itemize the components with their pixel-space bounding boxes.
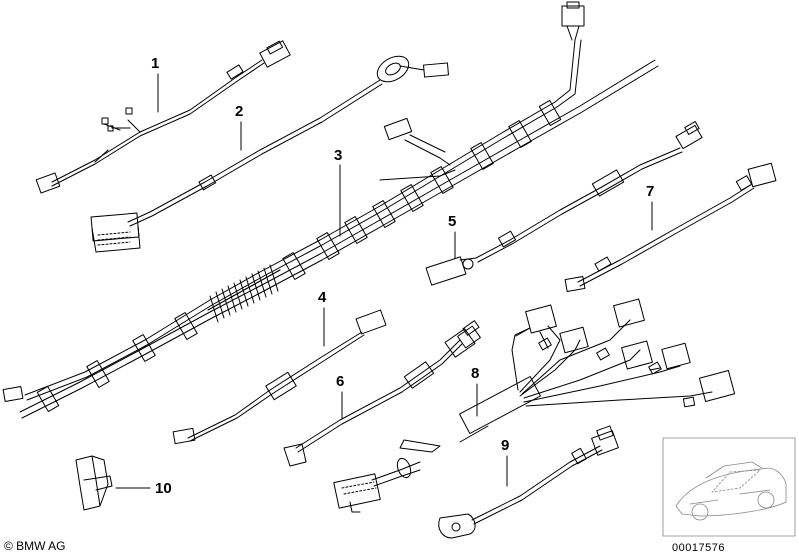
- part-9-wiring-harness: [333, 425, 619, 539]
- callout-10: 10: [155, 480, 172, 497]
- part-2-wiring-harness: [90, 55, 449, 253]
- vehicle-thumbnail: [662, 437, 796, 537]
- part-8-multi-branch-harness: [459, 298, 736, 443]
- part-3-main-harness: [2, 1, 659, 419]
- part-6-wiring-harness: [283, 320, 481, 467]
- part-4-wiring-harness: [172, 309, 387, 445]
- copyright-text: © BMW AG: [4, 539, 66, 553]
- part-10-clip: [75, 455, 113, 511]
- callout-1: 1: [151, 55, 160, 72]
- callout-7: 7: [646, 183, 655, 200]
- callout-leader-lines: [115, 73, 653, 489]
- part-7-wiring-harness: [564, 162, 777, 292]
- callout-8: 8: [471, 365, 480, 382]
- callout-3: 3: [334, 147, 343, 164]
- callout-9: 9: [501, 437, 510, 454]
- callout-2: 2: [235, 103, 244, 120]
- callout-6: 6: [336, 373, 345, 390]
- part-1-wiring-harness: [35, 40, 291, 194]
- part-5-wiring-harness: [425, 121, 703, 286]
- document-number: 00017576: [672, 542, 725, 554]
- callout-4: 4: [318, 289, 327, 306]
- callout-5: 5: [448, 213, 457, 230]
